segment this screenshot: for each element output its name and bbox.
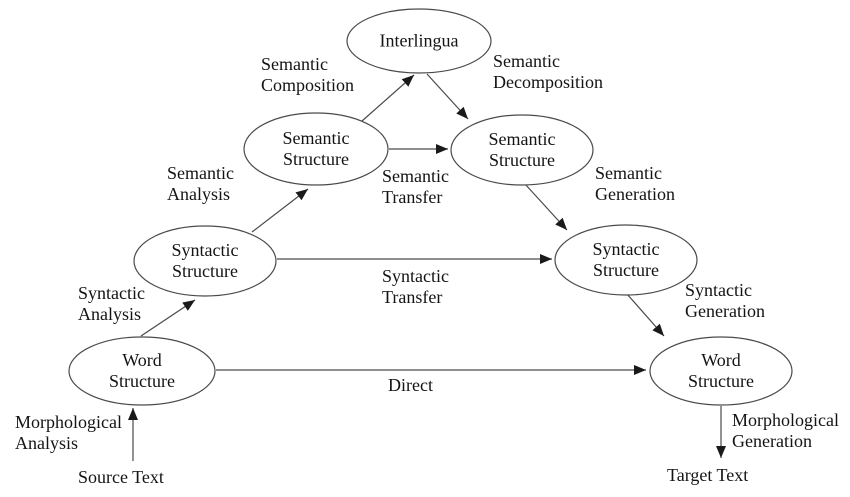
- node-ellipse-semantic-structure-source: [243, 112, 389, 186]
- edge-label-semantic-transfer: Semantic Transfer: [382, 166, 449, 207]
- arrow-syntactic-generation: [626, 293, 665, 337]
- node-ellipse-word-structure-target: [649, 336, 793, 406]
- node-label-word-structure-target: Word Structure: [688, 350, 754, 391]
- node-label-interlingua: Interlingua: [379, 30, 459, 51]
- node-label-syntactic-structure-target: Syntactic Structure: [592, 239, 660, 280]
- edge-label-semantic-decomposition: Semantic Decomposition: [493, 51, 603, 92]
- edge-label-direct: Direct: [388, 375, 433, 395]
- target-text-label: Target Text: [667, 465, 749, 485]
- node-ellipse-syntactic-structure-source: [133, 225, 277, 297]
- node-ellipse-word-structure-source: [68, 336, 216, 406]
- source-text-label: Source Text: [78, 467, 164, 487]
- edge-label-syntactic-analysis: Syntactic Analysis: [78, 283, 145, 324]
- arrow-morphological-analysis: [140, 299, 196, 337]
- node-label-semantic-structure-source: Semantic Structure: [282, 128, 350, 169]
- node-ellipse-interlingua: [346, 8, 492, 74]
- edge-label-syntactic-transfer: Syntactic Transfer: [382, 266, 449, 307]
- edge-label-semantic-composition: Semantic Composition: [261, 54, 355, 95]
- node-ellipse-syntactic-structure-target: [554, 224, 698, 296]
- arrow-semantic-decomposition: [426, 73, 469, 120]
- edge-label-semantic-generation: Semantic Generation: [595, 163, 675, 204]
- edge-label-morphological-generation: Morphological Generation: [732, 410, 839, 451]
- node-ellipse-semantic-structure-target: [450, 114, 594, 186]
- arrow-semantic-generation: [524, 183, 568, 231]
- edge-label-syntactic-generation: Syntactic Generation: [685, 280, 765, 321]
- node-label-word-structure-source: Word Structure: [109, 350, 175, 391]
- node-label-semantic-structure-target: Semantic Structure: [488, 129, 556, 170]
- arrow-semantic-composition: [361, 74, 415, 122]
- arrow-syntactic-to-semantic-analysis: [251, 188, 309, 233]
- edge-label-semantic-analysis: Semantic Analysis: [167, 163, 234, 204]
- edge-label-morphological-analysis: Morphological Analysis: [15, 412, 122, 453]
- node-label-syntactic-structure-source: Syntactic Structure: [171, 240, 239, 281]
